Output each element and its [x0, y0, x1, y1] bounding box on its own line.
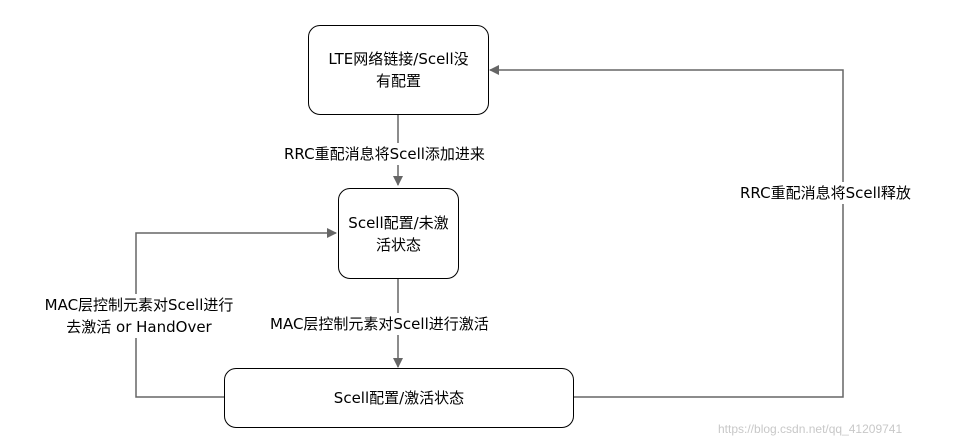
state-unconfigured-node: LTE网络链接/Scell没 有配置	[308, 25, 489, 115]
edge-release-scell	[489, 65, 844, 398]
edge-label-release-scell: RRC重配消息将Scell释放	[740, 182, 911, 204]
edge-label-deactivate-scell: MAC层控制元素对Scell进行 去激活 or HandOver	[25, 294, 253, 338]
state-configured-activated-node: Scell配置/激活状态	[224, 368, 574, 428]
edge-label-activate-scell: MAC层控制元素对Scell进行激活	[270, 313, 489, 335]
watermark-text: https://blog.csdn.net/qq_41209741	[718, 422, 903, 436]
state-configured-deactivated-node: Scell配置/未激 活状态	[338, 188, 459, 279]
edge-label-add-scell: RRC重配消息将Scell添加进来	[284, 143, 485, 165]
